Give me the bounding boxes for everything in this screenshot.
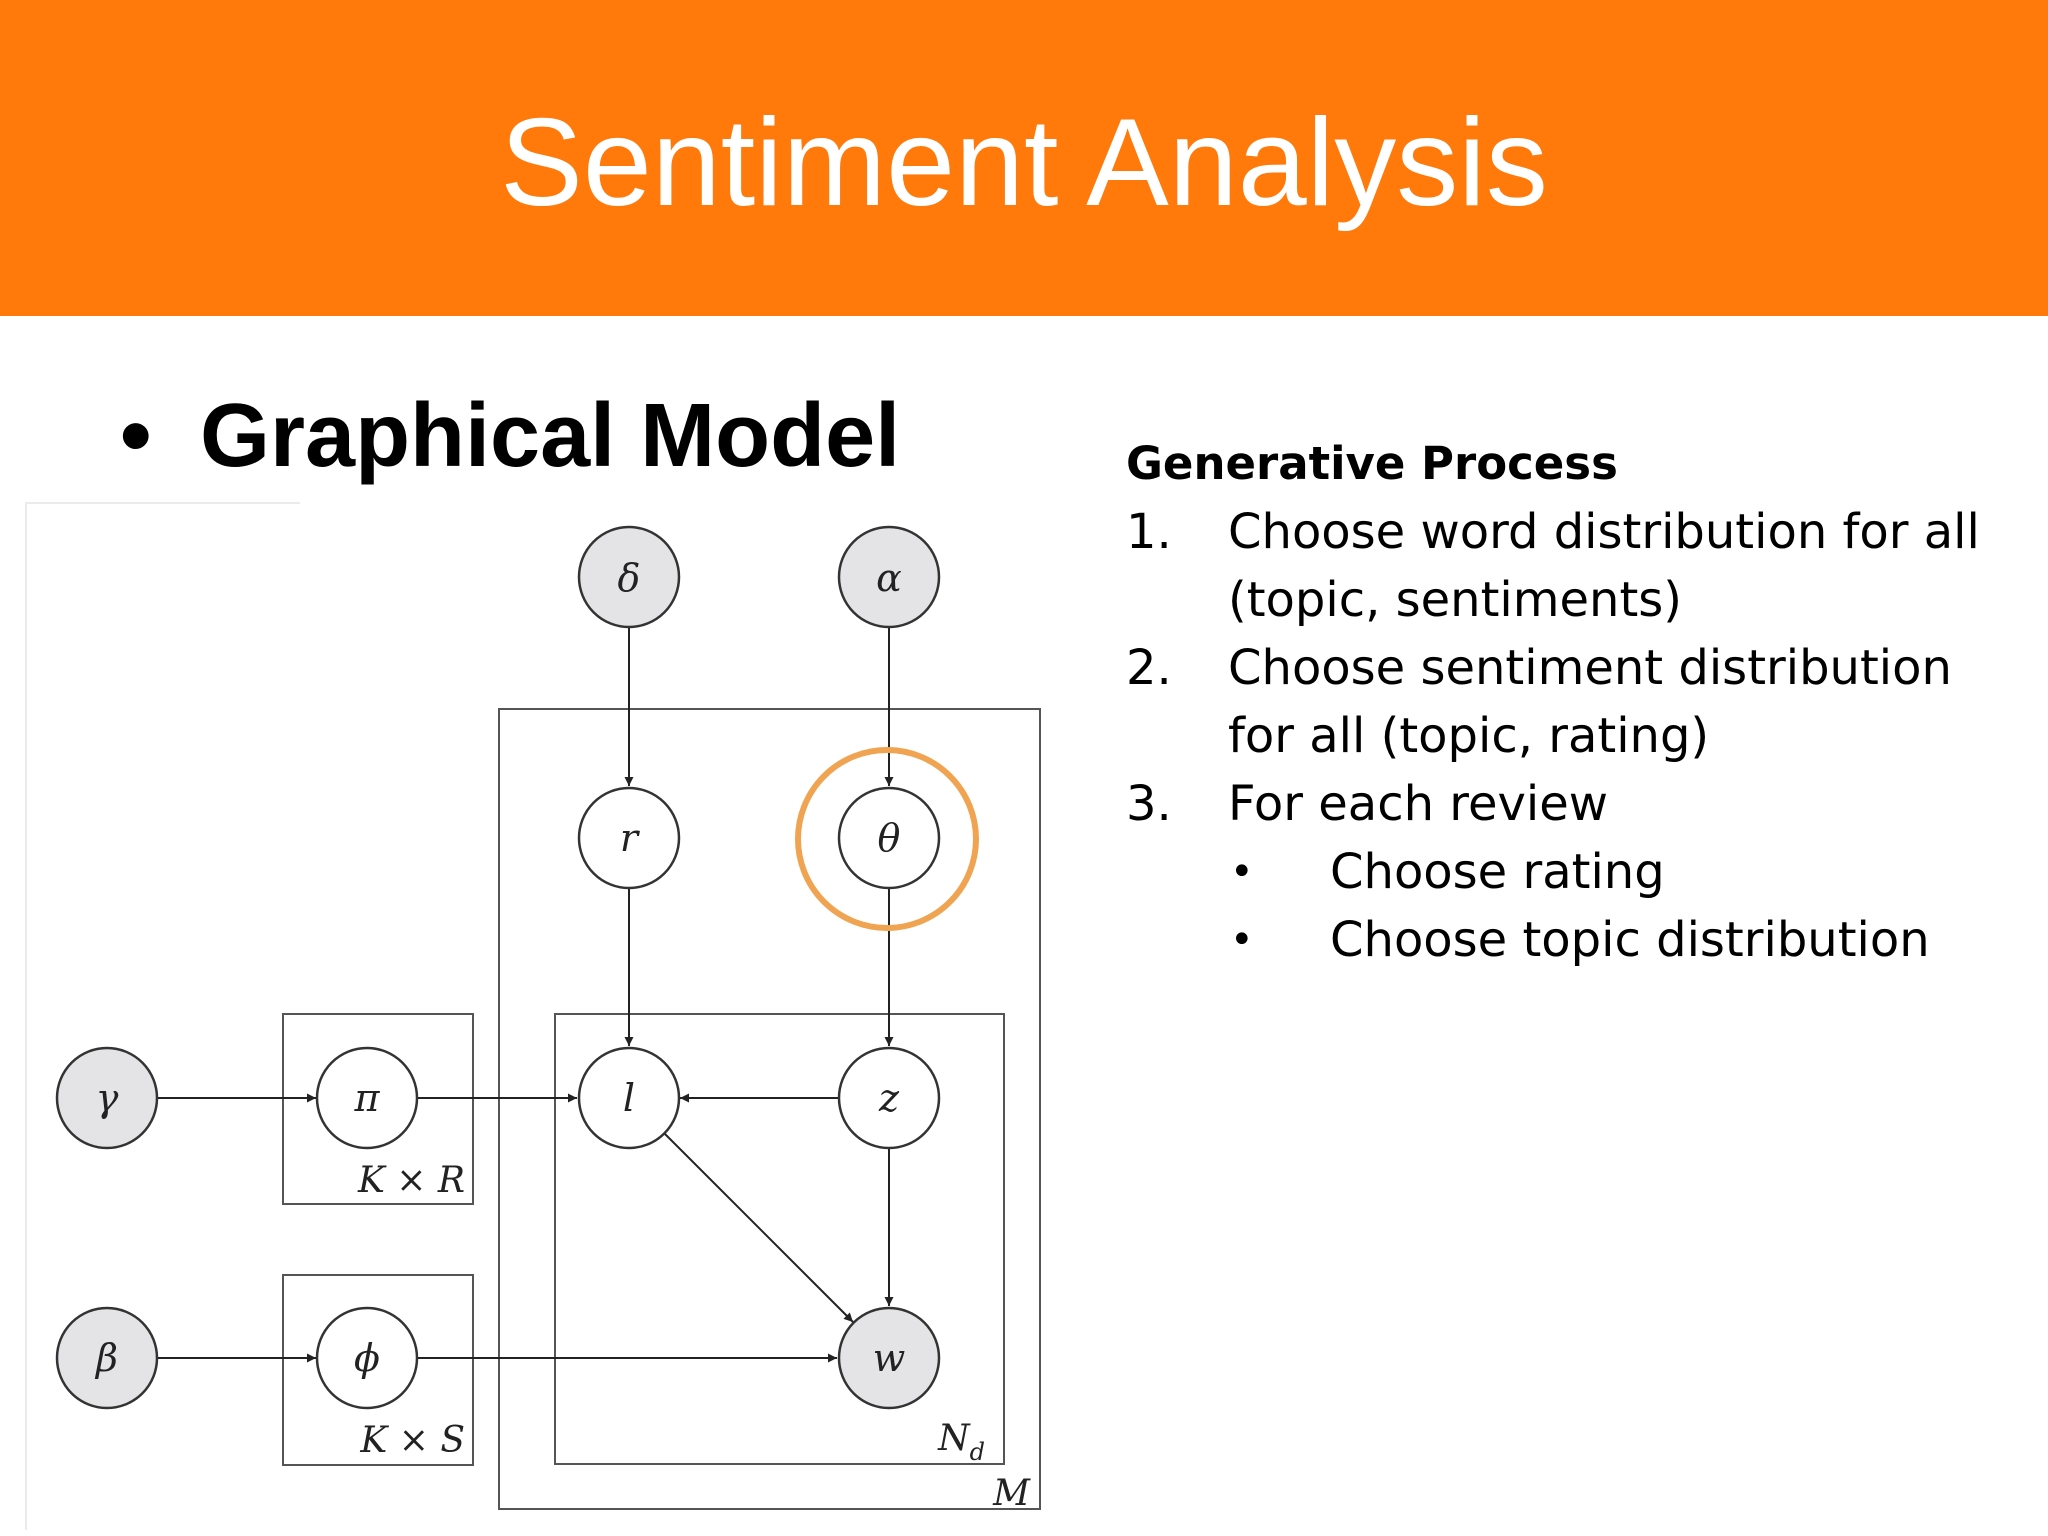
- generative-process-panel: Generative Process 1. Choose word distri…: [1126, 430, 2026, 974]
- step-text: For each review: [1228, 776, 1609, 832]
- node-gamma: γ: [55, 1046, 159, 1150]
- generative-process-title: Generative Process: [1126, 437, 1618, 490]
- node-alpha: α: [837, 525, 941, 629]
- sub-step-item: • Choose rating: [1228, 838, 2026, 906]
- figure-frame: [25, 502, 300, 1530]
- sub-bullet-icon: •: [1230, 917, 1254, 963]
- step-text: Choose word distribution for all (topic,…: [1228, 504, 1980, 628]
- sub-steps-list: • Choose rating • Choose topic distribut…: [1228, 838, 2026, 974]
- node-label: δ: [618, 556, 641, 600]
- step-number: 1.: [1126, 504, 1172, 560]
- node-pi: π: [315, 1046, 419, 1150]
- node-label: π: [354, 1076, 381, 1120]
- slide-title: Sentiment Analysis: [500, 94, 1548, 232]
- plate-ks: [282, 1274, 474, 1466]
- step-number: 2.: [1126, 640, 1172, 696]
- node-z: z: [837, 1046, 941, 1150]
- step-item: 3. For each review • Choose rating • Cho…: [1126, 770, 2026, 974]
- node-label: l: [623, 1076, 635, 1120]
- plate-kr: [282, 1013, 474, 1205]
- graphical-model-heading: • Graphical Model: [120, 386, 900, 486]
- node-r: r: [577, 786, 681, 890]
- title-banner: Sentiment Analysis: [0, 0, 2048, 316]
- node-w: w: [837, 1306, 941, 1410]
- node-label: α: [876, 556, 902, 600]
- node-phi: ϕ: [315, 1306, 419, 1410]
- plate-nd-label: Nd: [937, 1418, 985, 1466]
- plate-nd-letter: N: [937, 1418, 971, 1459]
- node-label: ϕ: [354, 1336, 380, 1380]
- node-label: z: [878, 1076, 900, 1120]
- sub-step-text: Choose rating: [1330, 844, 1665, 900]
- step-item: 1. Choose word distribution for all (top…: [1126, 498, 2026, 634]
- node-beta: β: [55, 1306, 159, 1410]
- step-number: 3.: [1126, 776, 1172, 832]
- node-l: l: [577, 1046, 681, 1150]
- plate-kr-label: K × R: [357, 1160, 465, 1201]
- step-text: Choose sentiment distribution for all (t…: [1228, 640, 1952, 764]
- node-delta: δ: [577, 525, 681, 629]
- node-label: w: [873, 1336, 906, 1380]
- node-label: γ: [96, 1076, 119, 1120]
- plate-m: [498, 708, 1041, 1510]
- sub-step-text: Choose topic distribution: [1330, 912, 1930, 968]
- node-theta: θ: [837, 786, 941, 890]
- plate-nd: [554, 1013, 1005, 1465]
- bullet-icon: •: [120, 386, 152, 486]
- plate-m-label: M: [992, 1473, 1031, 1514]
- node-label: θ: [878, 816, 901, 860]
- edge-l-w: [664, 1133, 854, 1323]
- plate-nd-subscript: d: [970, 1438, 985, 1466]
- generative-steps-list: 1. Choose word distribution for all (top…: [1126, 498, 2026, 974]
- heading-text: Graphical Model: [200, 386, 901, 486]
- node-label: r: [620, 816, 641, 860]
- highlight-ring: [795, 747, 979, 931]
- sub-bullet-icon: •: [1230, 849, 1254, 895]
- node-label: β: [94, 1336, 118, 1380]
- plate-ks-label: K × S: [359, 1420, 465, 1461]
- step-item: 2. Choose sentiment distribution for all…: [1126, 634, 2026, 770]
- sub-step-item: • Choose topic distribution: [1228, 906, 2026, 974]
